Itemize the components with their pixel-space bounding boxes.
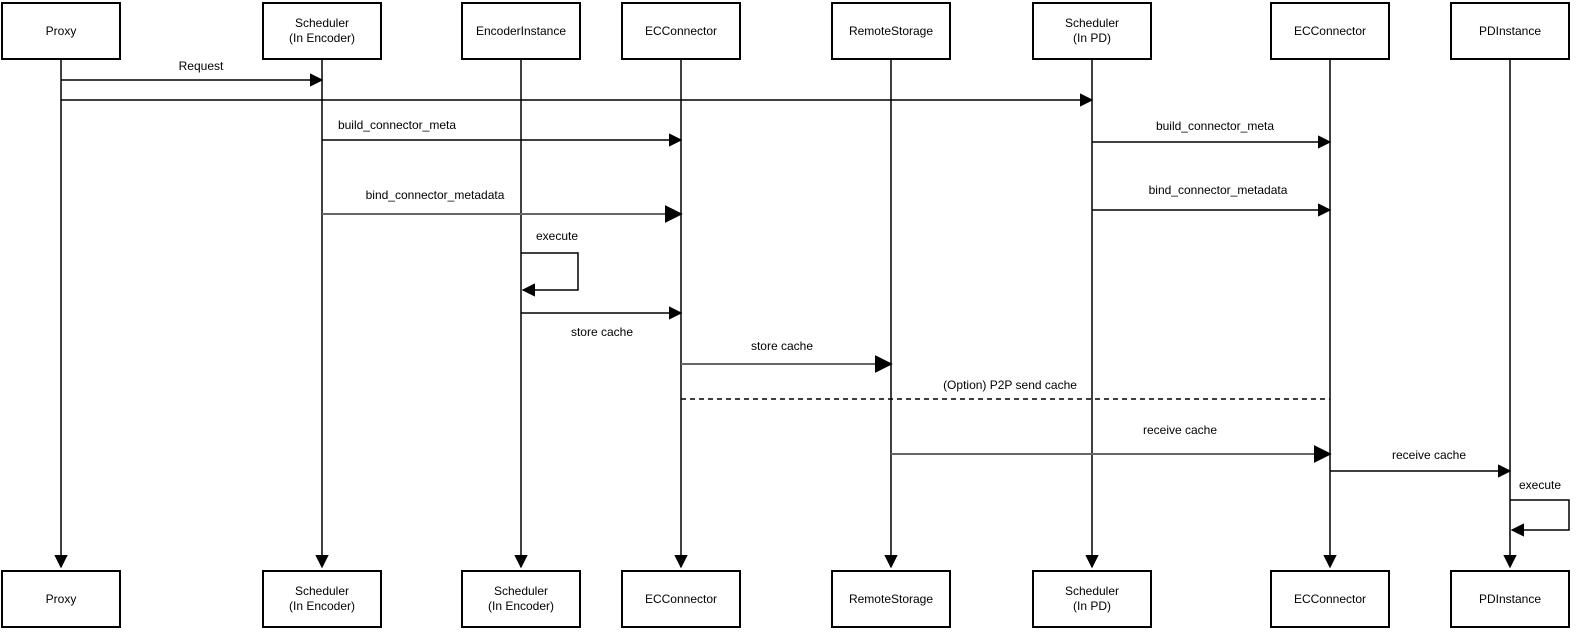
participant-top-scheduler-pd[interactable]: Scheduler (In PD)	[1032, 2, 1152, 60]
participant-bottom-remote-storage[interactable]: RemoteStorage	[831, 570, 951, 628]
message-label-receive-cache-remote: receive cache	[1143, 423, 1217, 437]
participant-label: Scheduler (In PD)	[1064, 16, 1120, 45]
participant-label: Proxy	[45, 591, 77, 606]
participant-bottom-scheduler-encoder[interactable]: Scheduler (In Encoder)	[262, 570, 382, 628]
participant-bottom-ec-connector-2[interactable]: ECConnector	[1270, 570, 1390, 628]
participant-label: EncoderInstance	[475, 23, 567, 38]
message-label-request: Request	[179, 59, 224, 73]
message-label-p2p-send-cache: (Option) P2P send cache	[943, 378, 1077, 392]
message-label-store-cache-encoder: store cache	[571, 325, 633, 339]
participant-top-scheduler-encoder[interactable]: Scheduler (In Encoder)	[262, 2, 382, 60]
participant-bottom-proxy[interactable]: Proxy	[1, 570, 121, 628]
self-message-label-execute-encoder: execute	[536, 229, 578, 243]
participant-label: ECConnector	[1293, 591, 1367, 606]
message-label-build-connector-meta-enc: build_connector_meta	[338, 118, 456, 132]
message-label-build-connector-meta-pd: build_connector_meta	[1156, 119, 1274, 133]
participant-top-ec-connector-1[interactable]: ECConnector	[621, 2, 741, 60]
message-label-bind-connector-metadata-enc: bind_connector_metadata	[366, 188, 505, 202]
participant-top-remote-storage[interactable]: RemoteStorage	[831, 2, 951, 60]
participant-label: Scheduler (In Encoder)	[288, 16, 356, 45]
participant-label: Scheduler (In Encoder)	[487, 584, 555, 613]
participant-label: PDInstance	[1478, 591, 1542, 606]
participant-bottom-pd-instance[interactable]: PDInstance	[1450, 570, 1570, 628]
participant-label: Scheduler (In PD)	[1064, 584, 1120, 613]
participant-top-pd-instance[interactable]: PDInstance	[1450, 2, 1570, 60]
participant-top-ec-connector-2[interactable]: ECConnector	[1270, 2, 1390, 60]
participant-label: ECConnector	[644, 591, 718, 606]
self-message-arrow-execute-pd	[1510, 499, 1570, 537]
self-message-label-execute-pd: execute	[1519, 478, 1561, 492]
message-label-bind-connector-metadata-pd: bind_connector_metadata	[1149, 183, 1288, 197]
participant-top-proxy[interactable]: Proxy	[1, 2, 121, 60]
participant-label: Scheduler (In Encoder)	[288, 584, 356, 613]
participant-bottom-scheduler-pd[interactable]: Scheduler (In PD)	[1032, 570, 1152, 628]
participant-label: ECConnector	[1293, 23, 1367, 38]
participant-label: PDInstance	[1478, 23, 1542, 38]
participant-label: RemoteStorage	[848, 23, 934, 38]
self-message-arrow-execute-encoder	[521, 252, 579, 297]
message-label-receive-cache-pd: receive cache	[1392, 448, 1466, 462]
participant-top-encoder-instance[interactable]: EncoderInstance	[461, 2, 581, 60]
participant-label: Proxy	[45, 23, 77, 38]
message-label-store-cache-remote: store cache	[751, 339, 813, 353]
participant-label: RemoteStorage	[848, 591, 934, 606]
participant-label: ECConnector	[644, 23, 718, 38]
participant-bottom-encoder-instance[interactable]: Scheduler (In Encoder)	[461, 570, 581, 628]
participant-bottom-ec-connector-1[interactable]: ECConnector	[621, 570, 741, 628]
